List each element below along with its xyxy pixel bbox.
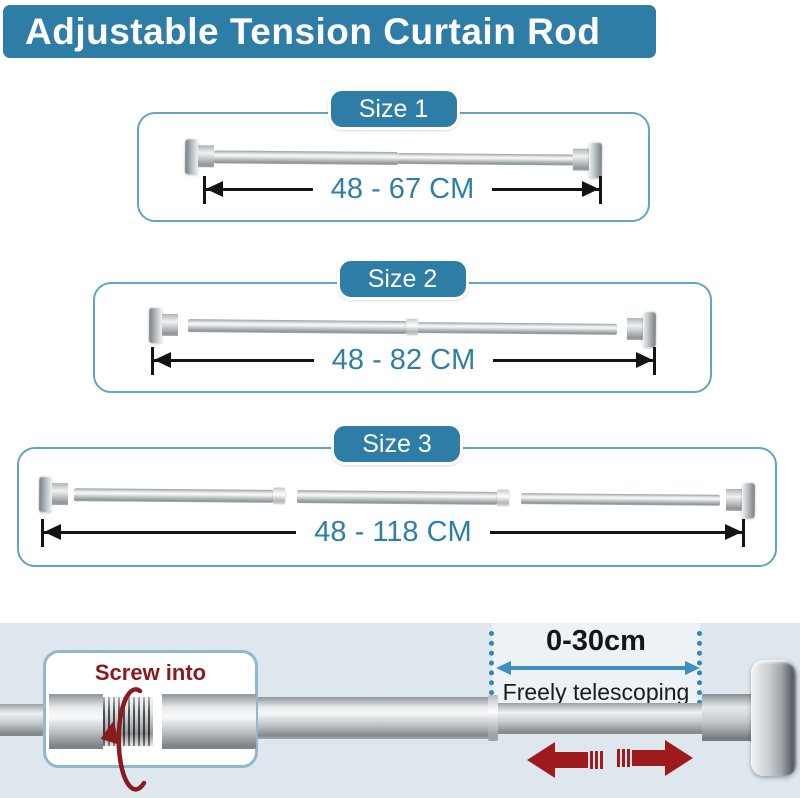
rod-connector <box>406 319 419 336</box>
dimension-endbar <box>151 346 154 375</box>
page-title: Adjustable Tension Curtain Rod <box>25 10 601 52</box>
rod-neck <box>161 313 179 337</box>
rod-segment <box>397 152 574 166</box>
rod-end-cap-icon <box>751 660 797 776</box>
telescope-zone-highlight <box>492 623 700 705</box>
rod-sleeve <box>49 694 103 749</box>
rod-neck <box>725 488 743 512</box>
rotation-arrow-icon <box>100 687 147 792</box>
rod-connector <box>273 487 286 505</box>
rod-segment <box>520 492 721 506</box>
rod-end-cap-icon <box>642 311 657 348</box>
telescope-double-arrow-icon <box>496 661 700 675</box>
telescope-caption: Freely telescoping <box>502 679 690 705</box>
size-section-2: Size 2 48 - 82 CM <box>93 258 712 393</box>
rod-segment <box>418 321 618 335</box>
dimension-line-size-2: 48 - 82 CM <box>151 344 657 377</box>
rod-end-neck <box>702 694 756 741</box>
screw-callout: Screw into <box>43 650 258 792</box>
rod-end-cap-icon <box>741 482 756 519</box>
rod-segment <box>187 318 407 334</box>
telescope-range-label: 0-30cm <box>546 625 646 657</box>
dimension-line-size-1: 48 - 67 CM <box>203 173 603 206</box>
rod-segment <box>255 695 498 741</box>
rod-end-cap-icon <box>38 475 53 512</box>
dimension-arrow-left-icon <box>154 352 314 368</box>
dimension-line-size-3: 48 - 118 CM <box>41 516 746 549</box>
dimension-label: 48 - 82 CM <box>331 344 476 376</box>
rod-end-cap-icon <box>148 306 163 343</box>
rod-sleeve <box>162 694 256 749</box>
slide-arrow-left-icon <box>527 742 603 778</box>
rod-segment <box>297 489 497 505</box>
rod-connector <box>496 489 509 506</box>
size-section-3: Size 3 48 - 118 CM <box>17 423 777 567</box>
dotted-guide-left <box>489 631 494 705</box>
dimension-arrow-right-icon <box>489 524 743 540</box>
detail-panel: 0-30cm Freely telescoping Screw into <box>0 623 800 798</box>
rod-neck <box>197 145 215 168</box>
rod-illustration-size-1 <box>184 138 603 178</box>
dimension-arrow-right-icon <box>492 181 600 197</box>
slide-arrow-right-icon <box>617 740 693 776</box>
rod-neck <box>626 317 644 341</box>
rod-segment <box>498 703 704 734</box>
size-badge-3: Size 3 <box>331 423 463 465</box>
title-banner: Adjustable Tension Curtain Rod <box>3 5 656 58</box>
dimension-arrow-left-icon <box>44 524 297 540</box>
dimension-label: 48 - 118 CM <box>314 516 472 548</box>
size-section-1: Size 1 48 - 67 CM <box>137 88 650 222</box>
dimension-label: 48 - 67 CM <box>330 173 475 205</box>
dimension-arrow-right-icon <box>493 352 654 368</box>
rod-end-cap-icon <box>184 138 199 175</box>
rod-illustration-size-3 <box>38 475 756 519</box>
rod-segment <box>213 149 398 165</box>
dimension-endbar <box>742 518 746 547</box>
rod-segment <box>0 704 47 736</box>
dimension-endbar <box>203 175 206 204</box>
dimension-endbar <box>41 518 44 547</box>
dimension-endbar <box>599 175 603 204</box>
size-badge-1: Size 1 <box>327 88 460 130</box>
rod-neck <box>51 482 69 506</box>
rod-illustration-size-2 <box>148 306 657 348</box>
rod-segment <box>73 487 274 503</box>
rod-neck <box>572 148 590 171</box>
dimension-endbar <box>653 346 657 375</box>
size-badge-2: Size 2 <box>336 258 469 300</box>
dimension-arrow-left-icon <box>206 181 313 197</box>
screw-callout-label: Screw into <box>94 660 207 685</box>
